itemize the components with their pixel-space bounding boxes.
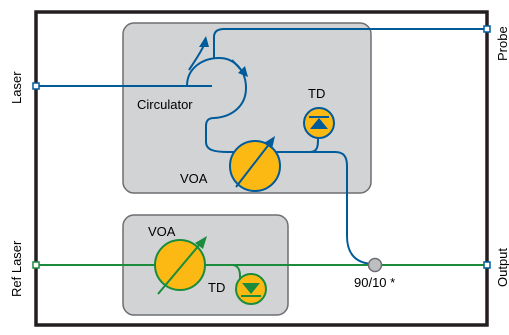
upper-module (122, 22, 372, 194)
circulator-loop (186, 56, 248, 153)
td-top-label: TD (308, 86, 325, 101)
circulator-arrowhead-in (199, 36, 209, 47)
output-label: Output (495, 248, 509, 287)
td-bottom-detector-icon (235, 273, 267, 305)
probe-port (483, 25, 491, 33)
output-port (483, 261, 491, 269)
td-top-detector-icon (303, 107, 335, 139)
ref-laser-label: Ref Laser (9, 240, 24, 297)
probe-fiber (213, 28, 487, 58)
voa-output-fiber (272, 151, 376, 265)
circulator-label: Circulator (137, 97, 193, 112)
voa-top (229, 136, 281, 192)
td-bottom-label: TD (208, 280, 225, 295)
coupler-node (367, 257, 383, 273)
coupler-label: 90/10 * (354, 275, 395, 290)
voa-bottom-label: VOA (148, 224, 176, 239)
voa-bottom (154, 236, 207, 295)
voa-top-label: VOA (180, 171, 208, 186)
circulator-arrowhead-out (238, 66, 248, 77)
circulator-arrow-in (188, 44, 205, 71)
ref-laser-port (32, 261, 40, 269)
td-bottom-tap-fiber (205, 264, 241, 279)
probe-label: Probe (495, 26, 509, 61)
enclosure-frame (34, 10, 489, 327)
td-tap-fiber (280, 135, 319, 153)
laser-label: Laser (9, 71, 24, 104)
laser-port (32, 82, 40, 90)
